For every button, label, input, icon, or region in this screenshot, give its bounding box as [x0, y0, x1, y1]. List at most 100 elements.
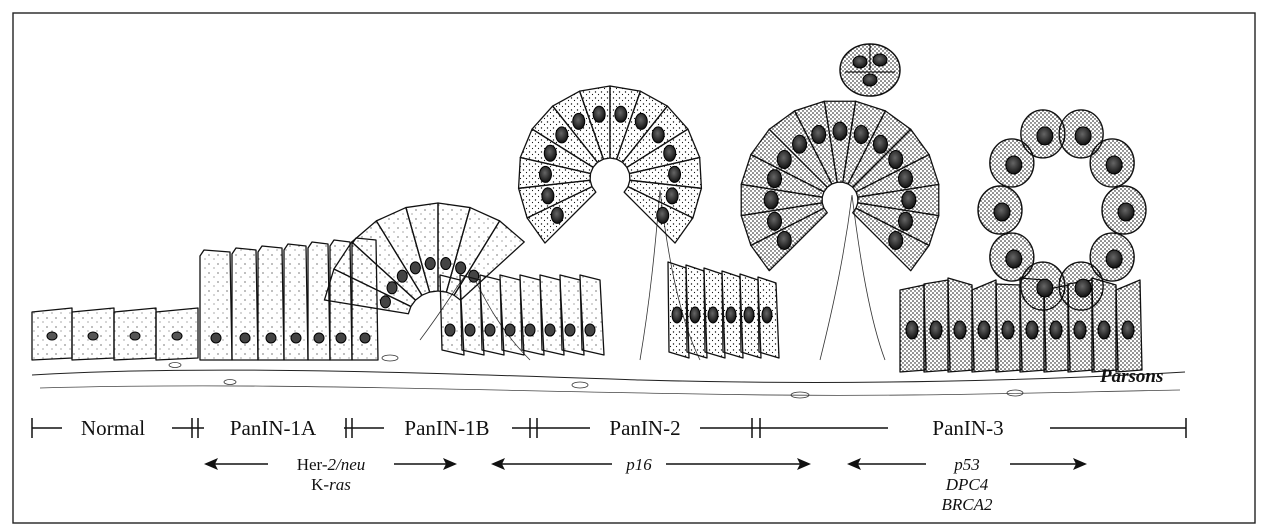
nucleus — [593, 106, 605, 122]
nucleus — [898, 212, 912, 230]
nucleus — [664, 145, 676, 161]
nucleus — [615, 106, 627, 122]
epithelium-illustration: Parsons — [32, 44, 1185, 398]
cell — [1059, 262, 1103, 310]
arrow-early: Her-2/neu K-ras — [204, 455, 457, 494]
nucleus — [833, 122, 847, 140]
nucleus — [1106, 156, 1122, 174]
nucleus — [1106, 250, 1122, 268]
stage-label-panin-2: PanIN-2 — [609, 416, 680, 440]
nucleus — [387, 282, 397, 294]
nucleus — [556, 127, 568, 143]
nucleus — [1098, 321, 1110, 339]
nucleus — [978, 321, 990, 339]
nucleus — [708, 307, 718, 323]
stage-scale: Normal PanIN-1A PanIN-1B PanIN-2 PanIN-3 — [32, 412, 1186, 442]
cell — [232, 248, 258, 360]
nucleus — [902, 191, 916, 209]
nucleus — [812, 126, 826, 144]
nucleus — [542, 188, 554, 204]
nucleus — [551, 207, 563, 223]
arrow-middle: p16 — [491, 455, 811, 474]
nucleus — [930, 321, 942, 339]
nucleus — [1118, 203, 1134, 221]
nucleus — [380, 296, 390, 308]
cell — [156, 308, 198, 360]
nucleus — [1006, 250, 1022, 268]
cell — [900, 285, 926, 372]
nucleus — [1075, 279, 1091, 297]
nucleus — [410, 262, 420, 274]
nucleus — [47, 332, 57, 340]
nucleus — [768, 212, 782, 230]
nucleus — [336, 333, 346, 343]
nucleus — [954, 321, 966, 339]
budding-cell-cluster — [840, 44, 900, 96]
nucleus — [360, 333, 370, 343]
cell — [200, 250, 232, 360]
nucleus — [240, 333, 250, 343]
stage-label-normal: Normal — [81, 416, 145, 440]
nucleus — [764, 191, 778, 209]
nucleus — [1026, 321, 1038, 339]
stage-label-panin-1a: PanIN-1A — [230, 416, 317, 440]
stage-label-panin-3: PanIN-3 — [932, 416, 1003, 440]
nucleus — [1074, 321, 1086, 339]
cell — [32, 308, 72, 360]
cell — [948, 278, 974, 372]
nucleus — [672, 307, 682, 323]
cell — [580, 275, 604, 355]
nucleus — [485, 324, 495, 336]
cell — [1116, 280, 1142, 372]
nucleus — [762, 307, 772, 323]
nucleus — [88, 332, 98, 340]
nucleus — [585, 324, 595, 336]
nucleus — [657, 207, 669, 223]
nucleus — [1122, 321, 1134, 339]
nucleus — [573, 113, 585, 129]
nucleus — [726, 307, 736, 323]
nucleus — [397, 270, 407, 282]
panin-3-papillary-cells — [741, 101, 1146, 372]
nucleus — [525, 324, 535, 336]
nucleus — [873, 135, 887, 153]
stage-label-panin-1b: PanIN-1B — [404, 416, 489, 440]
nucleus — [539, 166, 551, 182]
nucleus — [172, 332, 182, 340]
cell — [258, 246, 284, 360]
gene-label-p53: p53 — [953, 455, 980, 474]
nucleus — [690, 307, 700, 323]
nucleus — [906, 321, 918, 339]
nucleus — [898, 170, 912, 188]
cell — [114, 308, 156, 360]
cell — [1102, 186, 1146, 234]
nucleus — [1006, 156, 1022, 174]
nucleus — [666, 188, 678, 204]
nucleus — [456, 262, 466, 274]
gene-label-dpc4: DPC4 — [945, 475, 989, 494]
nucleus — [777, 231, 791, 249]
nucleus — [314, 333, 324, 343]
nucleus — [266, 333, 276, 343]
normal-cuboidal-cells — [32, 308, 198, 360]
nucleus — [544, 145, 556, 161]
gene-label-kras: K-ras — [311, 475, 351, 494]
nucleus — [425, 258, 435, 270]
gene-label-brca2: BRCA2 — [942, 495, 993, 514]
nucleus — [505, 324, 515, 336]
nucleus — [635, 113, 647, 129]
cell — [924, 280, 950, 372]
nucleus — [768, 170, 782, 188]
nucleus — [1050, 321, 1062, 339]
nucleus — [854, 126, 868, 144]
nucleus — [1037, 279, 1053, 297]
cell — [1090, 139, 1134, 187]
artist-signature: Parsons — [1099, 366, 1163, 387]
genetic-alterations: Her-2/neu K-ras p16 p53 DPC4 BRCA2 — [204, 455, 1087, 514]
cell — [990, 233, 1034, 281]
nucleus — [441, 258, 451, 270]
nucleus — [889, 231, 903, 249]
nucleus — [1002, 321, 1014, 339]
